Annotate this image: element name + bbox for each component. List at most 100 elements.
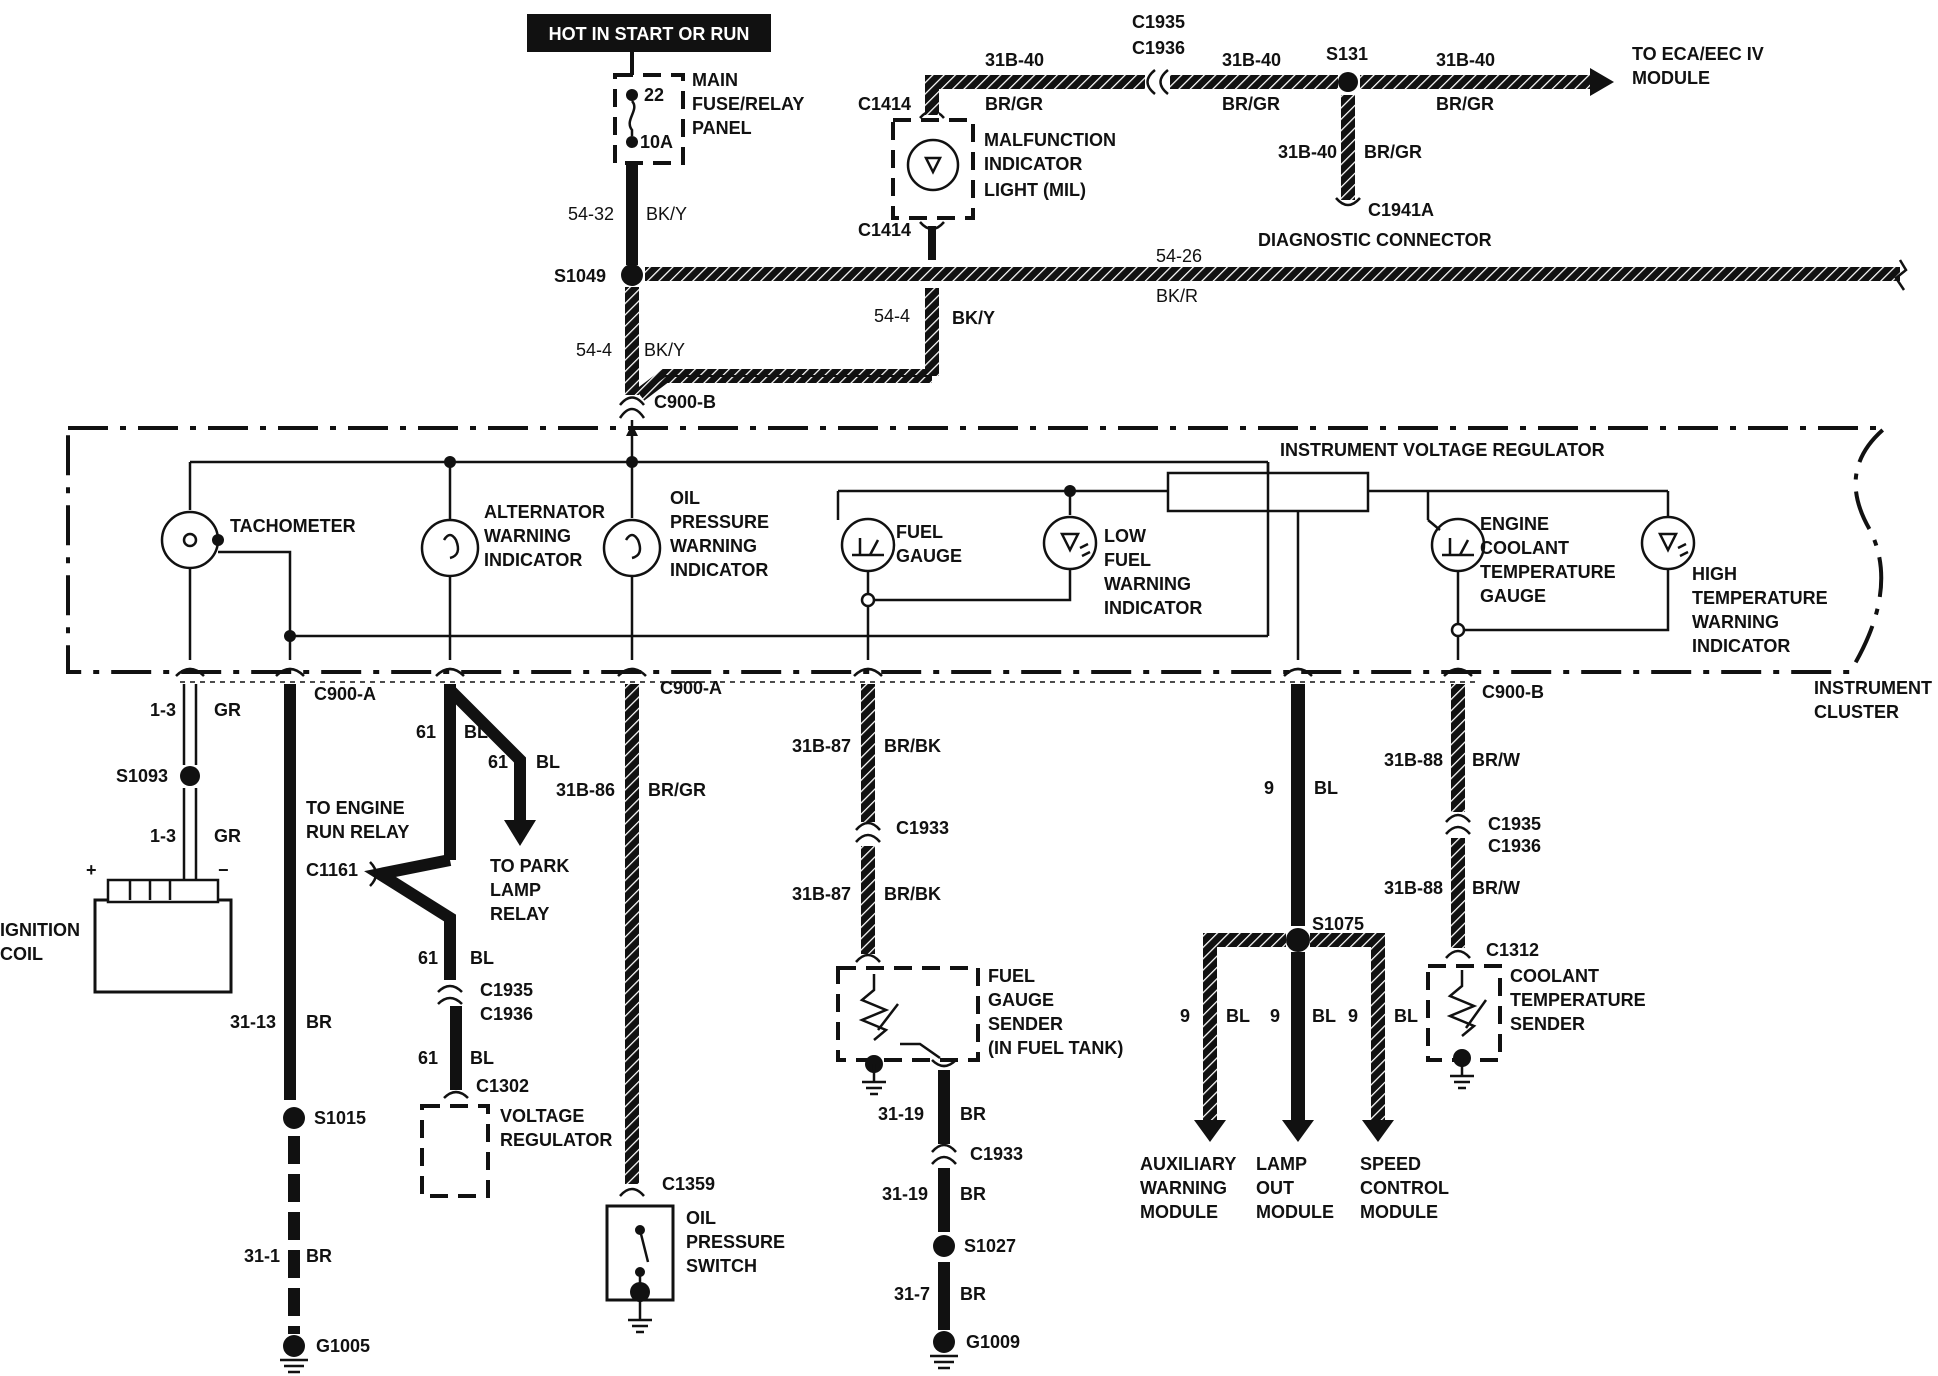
ignition-coil-plus: + [86,860,97,880]
to-park-lamp-relay-label-2: LAMP [490,880,541,900]
hightemp-label-3: WARNING [1692,612,1779,632]
wire-61-b-circuit: 61 [488,752,508,772]
to-eca-label-1: TO ECA/EEC IV [1632,44,1764,64]
speed-control-label-1: SPEED [1360,1154,1421,1174]
wire-54-26 [645,267,1900,281]
tachometer-label: TACHOMETER [230,516,356,536]
ignition-coil-minus: − [218,860,229,880]
wire-54-4-right-circuit: 54-4 [874,306,910,326]
wire-31-19-b-circuit: 31-19 [882,1184,928,1204]
wire-9-a-color: BL [1226,1006,1250,1026]
wire-9-b-color: BL [1312,1006,1336,1026]
lamp-out-label-1: LAMP [1256,1154,1307,1174]
wire-31-1-color: BR [306,1246,332,1266]
ect-label-1: ENGINE [1480,514,1549,534]
cts-label-1: COOLANT [1510,966,1599,986]
connector-c1414-bottom: C1414 [858,220,911,240]
connector-c1312: C1312 [1486,940,1539,960]
oil-switch-label-1: OIL [686,1208,716,1228]
to-park-lamp-relay-label-1: TO PARK [490,856,569,876]
connector-c1414-top: C1414 [858,94,911,114]
wire-61-b-color: BL [536,752,560,772]
ect-label-2: COOLANT [1480,538,1569,558]
fuel-gauge-sender: FUEL GAUGE SENDER (IN FUEL TANK) [836,966,1123,1096]
alt-label-3: INDICATOR [484,550,582,570]
ignition-coil: + − IGNITION COIL [0,860,233,994]
hightemp-label-1: HIGH [1692,564,1737,584]
ground-symbol-g1009 [930,1354,958,1370]
fgs-label-3: SENDER [988,1014,1063,1034]
connector-c900a-mid: C900-A [660,678,722,698]
connector-c1936-88: C1936 [1488,836,1541,856]
instrument-cluster-label-2: CLUSTER [1814,702,1899,722]
ground-g1009-label: G1009 [966,1332,1020,1352]
wire-31b-87-a [861,684,875,822]
lowfuel-label-3: WARNING [1104,574,1191,594]
fgs-label-1: FUEL [988,966,1035,986]
malfunction-indicator-light: MALFUNCTION INDICATOR LIGHT (MIL) [891,118,1116,220]
ground-symbol-g1005 [280,1358,308,1374]
splice-s1093-label: S1093 [116,766,168,786]
aux-warning-label-2: WARNING [1140,1178,1227,1198]
splice-s1027-label: S1027 [964,1236,1016,1256]
wire-61-c-color: BL [470,948,494,968]
wire-31-13-circuit: 31-13 [230,1012,276,1032]
wire-61-a-circuit: 61 [416,722,436,742]
cts-label-3: SENDER [1510,1014,1585,1034]
wire-54-4-left-color: BK/Y [644,340,685,360]
wire-31b-88-a-circuit: 31B-88 [1384,750,1443,770]
c900-connector-arcs [175,667,1473,677]
connector-c1941a: C1941A [1368,200,1434,220]
oil-label-1: OIL [670,488,700,508]
wire-61-d-circuit: 61 [418,1048,438,1068]
connector-c900b-top: C900-B [654,392,716,412]
high-temperature-warning-indicator: HIGH TEMPERATURE WARNING INDICATOR [1640,515,1828,656]
ivr-label: INSTRUMENT VOLTAGE REGULATOR [1280,440,1605,460]
wire-31b-87-a-circuit: 31B-87 [792,736,851,756]
oil-label-3: WARNING [670,536,757,556]
ignition-coil-label-1: IGNITION [0,920,80,940]
oil-label-2: PRESSURE [670,512,769,532]
wire-9-a-circuit: 9 [1180,1006,1190,1026]
fuse-rating: 10A [640,132,673,152]
oil-pressure-warning-indicator: OIL PRESSURE WARNING INDICATOR [602,488,769,580]
connector-c1161: C1161 [306,860,358,880]
wire-31b-88-a-color: BR/W [1472,750,1520,770]
fuel-gauge: FUEL GAUGE [840,517,962,573]
alt-label-1: ALTERNATOR [484,502,605,522]
coolant-temperature-sender: COOLANT TEMPERATURE SENDER [1426,964,1646,1090]
tachometer: TACHOMETER [160,510,356,570]
connector-c1935-88: C1935 [1488,814,1541,834]
wire-31b-40-d-circuit: 31B-40 [1278,142,1337,162]
wire-31b-40-b-circuit: 31B-40 [1222,50,1281,70]
wire-31b-40-d [1341,95,1355,200]
wire-1-3-b-color: GR [214,826,241,846]
connector-c1933-a: C1933 [896,818,949,838]
lowfuel-label-4: INDICATOR [1104,598,1202,618]
hightemp-label-4: INDICATOR [1692,636,1790,656]
wire-31b-40-a-circuit: 31B-40 [985,50,1044,70]
fuel-gauge-label-2: GAUGE [896,546,962,566]
wire-9-main-color: BL [1314,778,1338,798]
fuse-panel-label-1: MAIN [692,70,738,90]
oil-switch-label-3: SWITCH [686,1256,757,1276]
connector-c1935-top: C1935 [1132,12,1185,32]
wire-31-1-circuit: 31-1 [244,1246,280,1266]
wire-1-3-a-circuit: 1-3 [150,700,176,720]
wire-54-32-circuit: 54-32 [568,204,614,224]
wire-31b-40-a [925,75,1145,89]
wire-31-7-circuit: 31-7 [894,1284,930,1304]
hot-label-text: HOT IN START OR RUN [549,24,750,44]
wire-31-19-b-color: BR [960,1184,986,1204]
wire-61-d-color: BL [470,1048,494,1068]
splice-s1015 [283,1107,305,1129]
to-eca-label-2: MODULE [1632,68,1710,88]
splice-s1075-label: S1075 [1312,914,1364,934]
wire-31b-88-b [1451,838,1465,948]
fuse-number: 22 [644,85,664,105]
wire-54-4-right [925,288,939,376]
ignition-coil-label-2: COIL [0,944,43,964]
wire-54-26-color: BK/R [1156,286,1198,306]
wire-54-4-left [625,287,639,395]
